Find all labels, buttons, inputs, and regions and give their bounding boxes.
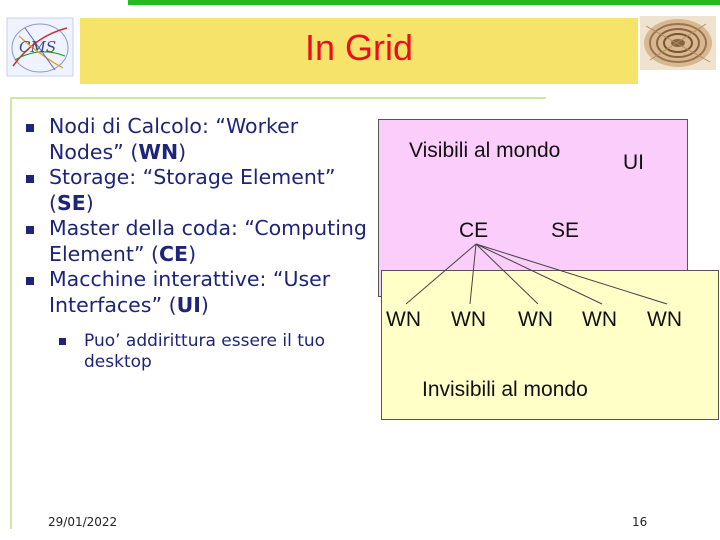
- bullet-marker: [26, 124, 34, 132]
- sub-bullet-desktop: Puo’ addirittura essere il tuo desktop: [26, 331, 376, 373]
- ui-node-label: UI: [623, 151, 644, 174]
- wn-node-label: WN: [386, 308, 421, 331]
- bullet-marker: [26, 277, 34, 285]
- bullet-list: Nodi di Calcolo: “Worker Nodes” (WN) Sto…: [26, 114, 376, 373]
- se-node-label: SE: [551, 219, 580, 242]
- bullet-computing-element: Master della coda: “Computing Element” (…: [26, 216, 376, 267]
- vertical-rule: [10, 99, 12, 529]
- bullet-user-interfaces: Macchine interattive: “User Interfaces” …: [26, 267, 376, 318]
- ce-node-label: CE: [459, 219, 489, 242]
- title-background: [80, 18, 638, 84]
- bullet-worker-nodes: Nodi di Calcolo: “Worker Nodes” (WN): [26, 114, 376, 165]
- wn-node-label: WN: [518, 308, 553, 331]
- wn-node-label: WN: [647, 308, 682, 331]
- tree-rings-photo-icon: [640, 16, 716, 70]
- wn-node-label: WN: [582, 308, 617, 331]
- visible-to-world-label: Visibili al mondo: [409, 139, 561, 162]
- cms-logo-icon: CMS: [6, 17, 74, 77]
- bullet-text: ): [200, 292, 209, 317]
- bullet-acronym-ce: CE: [159, 241, 189, 266]
- bullet-marker: [26, 175, 34, 183]
- bullet-text: ): [85, 190, 94, 215]
- slide-title: In Grid: [304, 27, 414, 68]
- svg-text:CMS: CMS: [19, 38, 56, 56]
- bullet-storage-element: Storage: “Storage Element” (SE): [26, 165, 376, 216]
- horizontal-rule: [10, 97, 546, 99]
- top-accent-bar: [128, 0, 720, 5]
- wn-node-label: WN: [451, 308, 486, 331]
- bullet-text: Storage: “Storage Element” (: [49, 165, 336, 215]
- bullet-acronym-ui: UI: [176, 292, 201, 317]
- bullet-text: Master della coda: “Computing Element” (: [49, 216, 367, 266]
- bullet-text: ): [188, 241, 197, 266]
- bullet-marker: [26, 226, 34, 234]
- bullet-acronym-se: SE: [57, 190, 86, 215]
- bullet-acronym-wn: WN: [138, 139, 179, 164]
- bullet-text: Macchine interattive: “User Interfaces” …: [49, 267, 331, 317]
- bullet-text: Nodi di Calcolo: “Worker Nodes” (: [49, 114, 299, 164]
- sub-bullet-marker: [59, 338, 66, 345]
- footer-date: 29/01/2022: [48, 515, 118, 529]
- page-number: 16: [632, 515, 648, 529]
- sub-bullet-text: Puo’ addirittura essere il tuo desktop: [84, 331, 326, 372]
- bullet-text: ): [178, 139, 187, 164]
- invisible-to-world-label: Invisibili al mondo: [422, 378, 588, 401]
